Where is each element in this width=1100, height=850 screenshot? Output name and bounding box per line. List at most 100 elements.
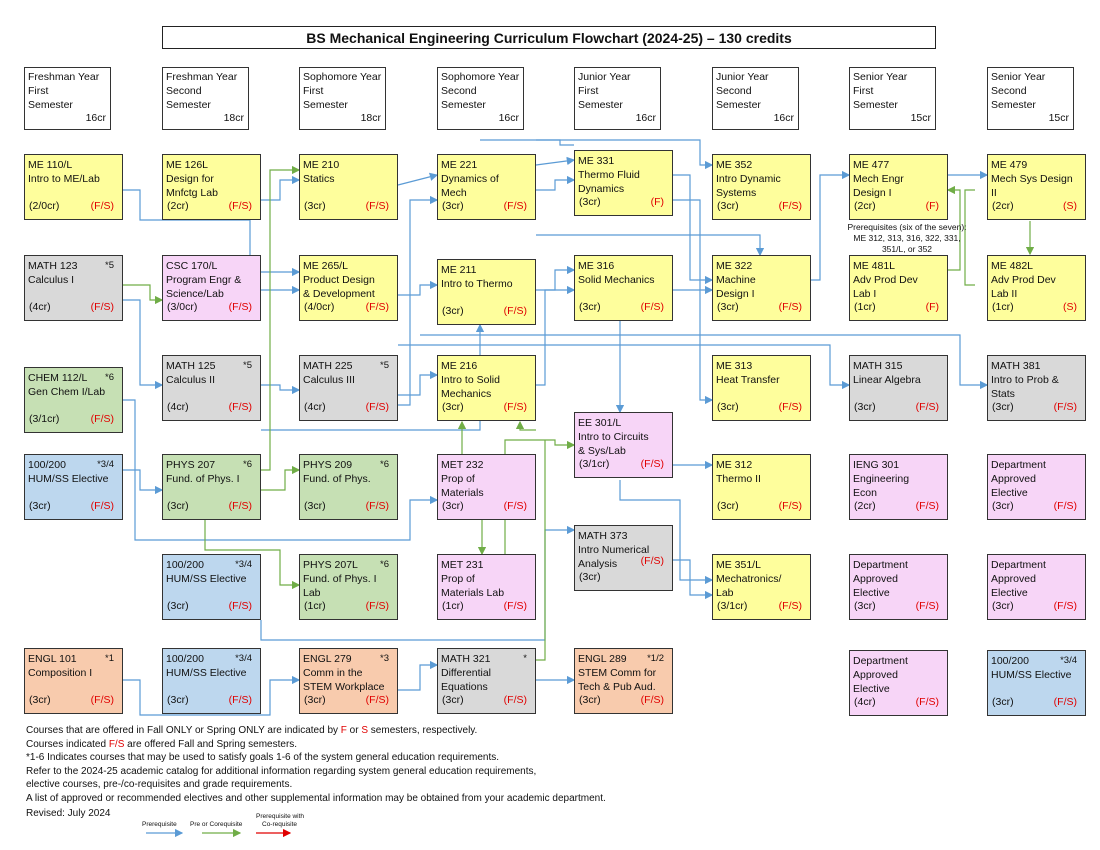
preco-line <box>964 189 975 286</box>
prereq-line <box>398 370 439 396</box>
page-title: BS Mechanical Engineering Curriculum Flo… <box>162 26 936 49</box>
note-line: Courses that are offered in Fall ONLY or… <box>26 725 478 736</box>
prereq-line <box>536 175 576 191</box>
prereq-line <box>123 675 301 716</box>
prereq-line <box>398 280 439 296</box>
prereq-line <box>398 195 439 406</box>
legend-preco-label: Pre or Corequisite <box>190 821 243 828</box>
prereq-line <box>673 559 714 600</box>
prereq-line <box>535 156 576 166</box>
prereq-line <box>673 199 714 405</box>
prereq-line <box>536 265 576 291</box>
revised-date: Revised: July 2024 <box>26 808 111 819</box>
prereq-line <box>398 344 851 390</box>
prereq-line <box>123 399 439 541</box>
preco-line <box>204 520 301 590</box>
note-line: Refer to the 2024-25 academic catalog fo… <box>26 765 537 777</box>
note-line: *1-6 Indicates courses that may be used … <box>26 752 500 764</box>
prereq-line <box>398 660 439 691</box>
legend-coreq-label: Prerequisite with <box>256 813 305 820</box>
prereq-line <box>480 139 714 170</box>
prereq-line <box>536 234 765 257</box>
footnotes: Courses that are offered in Fall ONLY or… <box>26 724 606 806</box>
prereq-line <box>123 469 164 495</box>
prerequisite-note: Prerequisites (six of the seven): ME 312… <box>847 222 967 254</box>
preco-line <box>123 284 164 305</box>
prereq-line <box>261 384 301 395</box>
prereq-line <box>811 170 851 281</box>
preco-line <box>536 440 546 661</box>
prereq-line <box>536 285 576 386</box>
note-line: Courses indicated F/S are offered Fall a… <box>26 738 298 750</box>
preco-line <box>261 465 301 491</box>
prereq-line <box>420 334 989 390</box>
note-line: elective courses, pre-/co-requisites and… <box>26 779 293 791</box>
prereq-line <box>123 299 164 390</box>
legend-prereq-label: Prerequisite <box>142 821 177 828</box>
prereq-line <box>673 174 714 285</box>
prereq-line <box>397 172 439 186</box>
note-line: A list of approved or recommended electi… <box>26 792 606 804</box>
legend-coreq-label-2: Co-requisite <box>262 821 298 828</box>
preco-line <box>946 185 961 271</box>
preco-line <box>261 165 301 471</box>
prereq-line <box>261 175 301 201</box>
prereq-line <box>536 139 574 146</box>
preco-line <box>515 420 536 431</box>
prereq-line <box>619 480 714 585</box>
